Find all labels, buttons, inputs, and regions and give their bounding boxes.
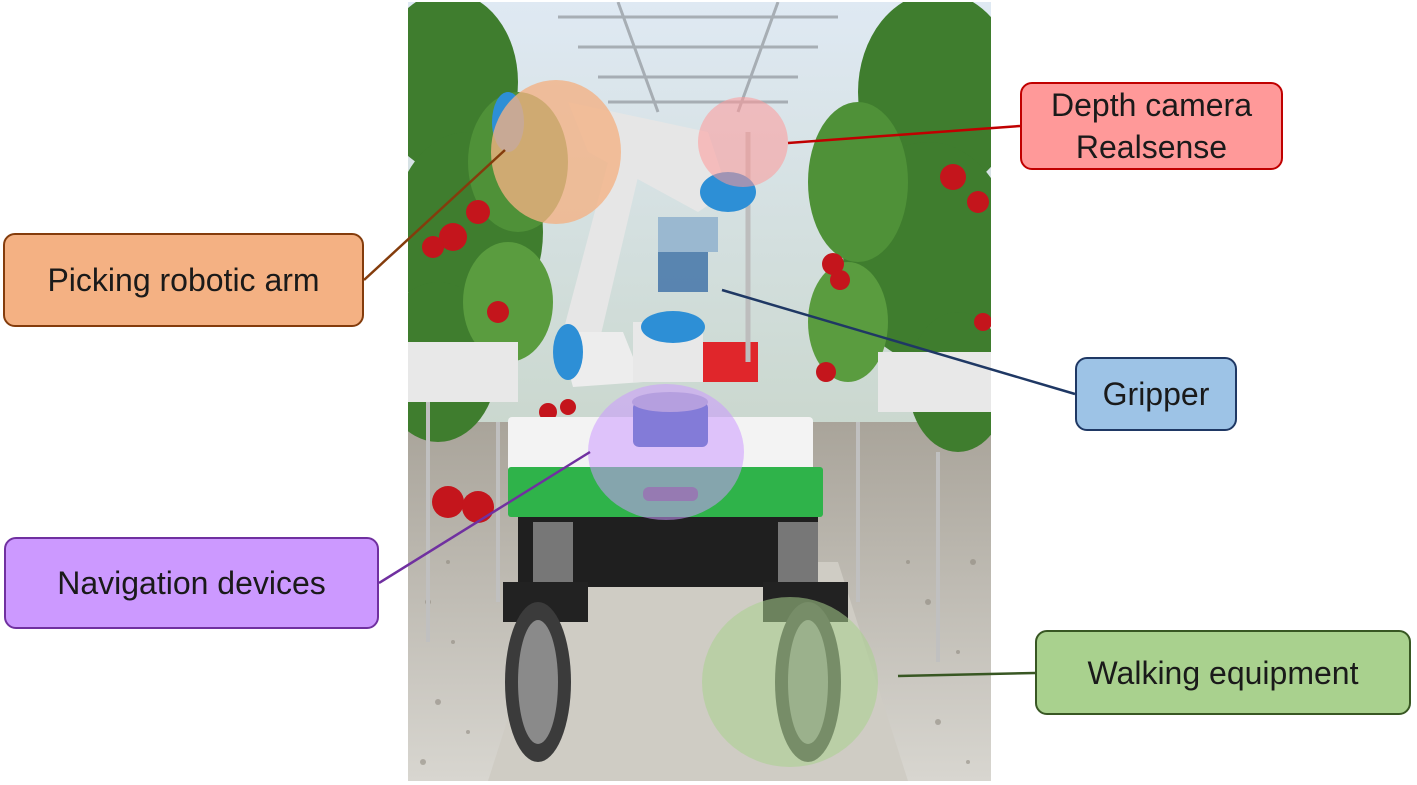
label-navigation-devices-text: Navigation devices xyxy=(57,565,326,601)
label-walking-equipment-text: Walking equipment xyxy=(1087,654,1359,691)
label-depth-camera: Depth camera Realsense xyxy=(1020,82,1283,170)
label-depth-camera-line1: Depth camera xyxy=(1051,87,1252,123)
label-walking-equipment: Walking equipment xyxy=(1035,630,1411,715)
label-gripper-text: Gripper xyxy=(1102,376,1210,412)
label-picking-robotic-arm: Picking robotic arm xyxy=(3,233,364,327)
label-gripper: Gripper xyxy=(1075,357,1237,431)
label-picking-robotic-arm-text: Picking robotic arm xyxy=(47,262,320,298)
label-navigation-devices: Navigation devices xyxy=(4,537,379,629)
robot-platform-photo xyxy=(408,2,991,781)
label-depth-camera-line2: Realsense xyxy=(1075,129,1228,165)
